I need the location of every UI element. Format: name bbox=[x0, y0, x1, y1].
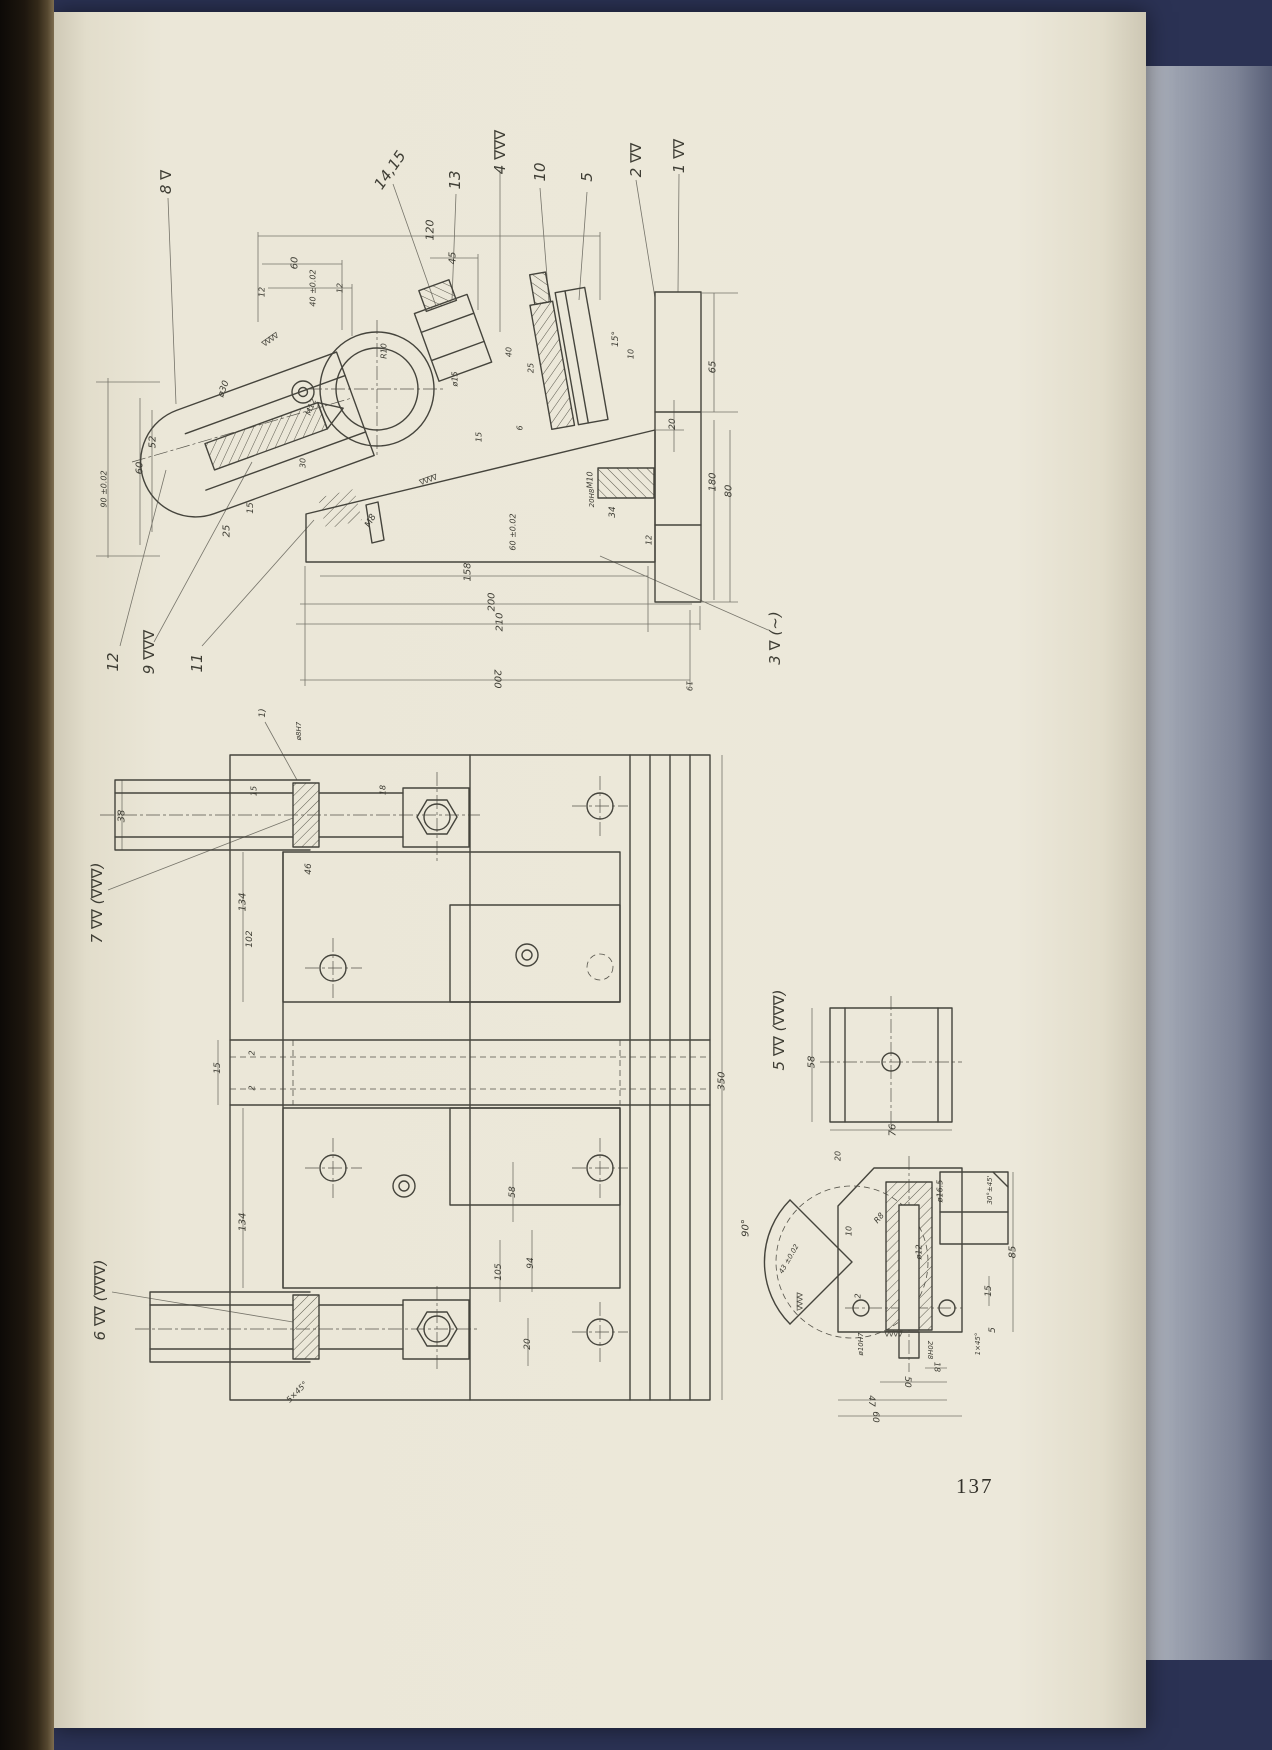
hatched-sections bbox=[293, 468, 932, 1359]
detail-views bbox=[763, 1007, 1009, 1359]
page-stack-edge bbox=[1128, 66, 1272, 1660]
plan-view bbox=[114, 754, 711, 1401]
page-number: 137 bbox=[956, 1474, 994, 1498]
book-binding bbox=[0, 0, 54, 1750]
hidden-lines bbox=[230, 953, 929, 1339]
section-view bbox=[139, 271, 702, 603]
dimension-lines bbox=[96, 170, 1014, 1417]
